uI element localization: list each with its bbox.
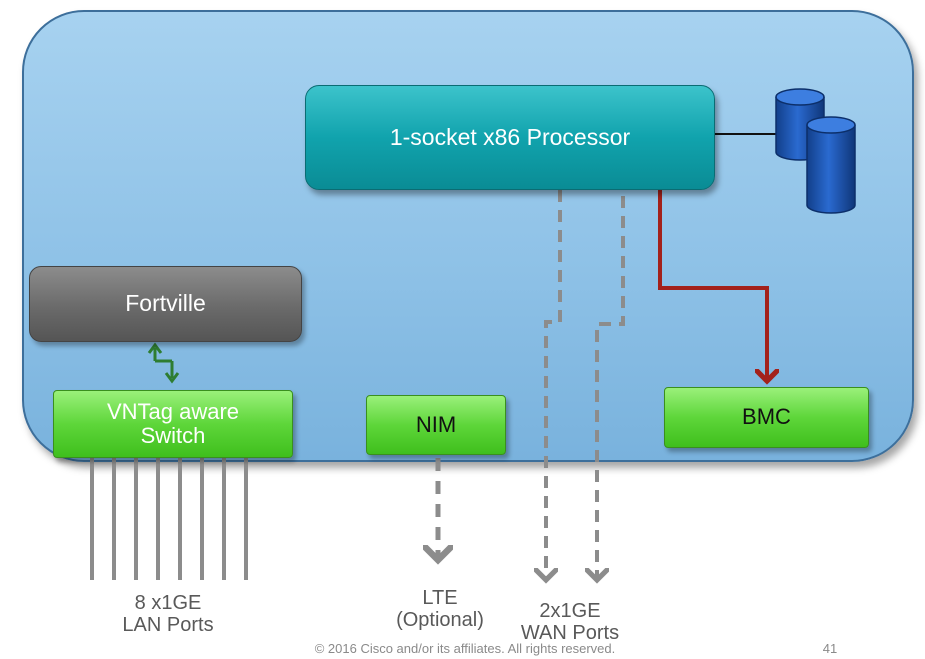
fortville-switch-link	[147, 342, 180, 384]
lan-ports-label-line1: 8 x1GE	[134, 592, 202, 614]
vntag-switch-box: VNTag aware Switch	[53, 390, 293, 458]
wan-ports-label-line1: 2x1GE	[539, 600, 601, 622]
processor-label: 1-socket x86 Processor	[389, 123, 631, 150]
wan-ports-label: 2x1GE WAN Ports	[510, 600, 630, 645]
page-number: 41	[822, 641, 838, 656]
copyright-footer: © 2016 Cisco and/or its affiliates. All …	[314, 641, 616, 656]
lte-label-line2: (Optional)	[396, 609, 484, 632]
wan-ports-label-line2: WAN Ports	[520, 622, 620, 645]
lte-label: LTE (Optional)	[380, 587, 500, 632]
storage-disk-icon	[806, 116, 856, 214]
lan-port-lines	[90, 458, 248, 580]
lte-label-line1: LTE	[422, 587, 458, 609]
bmc-label: BMC	[742, 404, 791, 430]
fortville-label: Fortville	[125, 290, 206, 317]
lan-ports-label: 8 x1GE LAN Ports	[98, 592, 238, 637]
wan-port-link-1	[546, 190, 562, 580]
wan-port-link-2	[597, 196, 625, 580]
fortville-box: Fortville	[29, 266, 302, 342]
processor-box: 1-socket x86 Processor	[305, 85, 715, 190]
switch-label: VNTag aware Switch	[106, 398, 240, 448]
bmc-management-link	[660, 186, 767, 381]
bmc-box: BMC	[664, 387, 869, 448]
nim-label: NIM	[415, 411, 457, 437]
lan-ports-label-line2: LAN Ports	[122, 614, 214, 637]
nim-box: NIM	[366, 395, 506, 455]
